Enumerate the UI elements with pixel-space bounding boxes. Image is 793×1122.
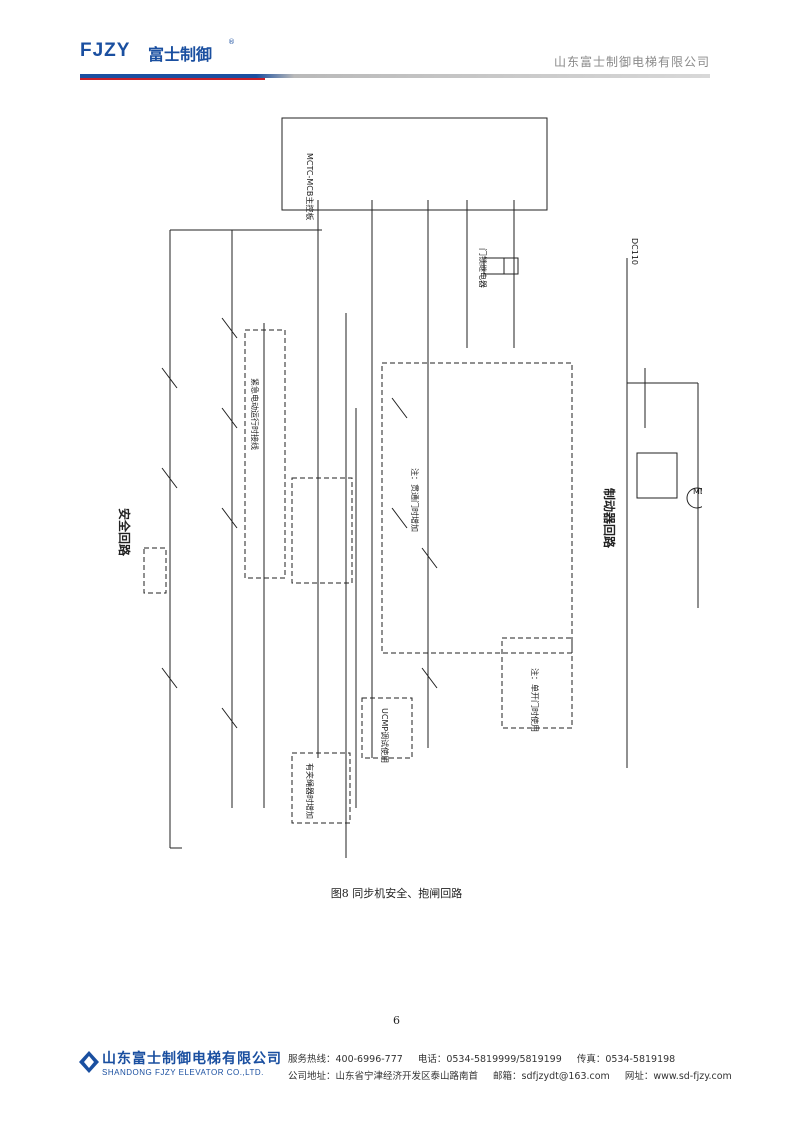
page-footer: 山东富士制御电梯有限公司 SHANDONG FJZY ELEVATOR CO.,…	[78, 1048, 732, 1088]
rgs-note: 有夹绳器时增加	[305, 763, 315, 819]
footer-company-cn: 山东富士制御电梯有限公司	[102, 1051, 282, 1067]
emergency-note: 紧急电动运行时接线	[250, 378, 260, 450]
company-logo-cn: 富士制御	[148, 45, 213, 64]
header-accent-line	[80, 78, 265, 80]
footer-address-line: 公司地址：山东省宁津经济开发区泰山路南首 邮箱：sdfjzydt@163.com…	[288, 1068, 732, 1082]
footer-fax: 传真：0534-5819198	[576, 1054, 676, 1065]
door-sync-note: 注：贯通门时增加	[410, 468, 420, 532]
supply-label: DC110	[630, 238, 639, 265]
board-title: MCTC-MCB主控板	[305, 153, 315, 220]
registered-mark: ®	[228, 38, 235, 46]
page-number: 6	[393, 1014, 400, 1027]
figure-caption: 图8 同步机安全、抱闸回路	[330, 887, 463, 900]
footer-email[interactable]: 邮箱：sdfjzydt@163.com	[493, 1071, 610, 1082]
footer-phone: 电话：0534-5819999/5819199	[417, 1054, 562, 1065]
door-sep-note: 注：单开门时使用	[530, 668, 540, 732]
circuit-diagram-svg: MCTC-MCB主控板 安全回路 制动器回路 门锁继电器 DC110 MB 注：…	[117, 117, 702, 858]
relay-label: 门锁继电器	[478, 248, 488, 288]
circuit-diagram: MCTC-MCB主控板 安全回路 制动器回路 门锁继电器 DC110 MB 注：…	[92, 108, 702, 870]
footer-website[interactable]: 网址：www.sd-fjzy.com	[624, 1071, 732, 1082]
motor-label: MB	[693, 487, 702, 496]
brake-loop-title: 制动器回路	[602, 488, 617, 549]
footer-contact-line: 服务热线：400-6996-777 电话：0534-5819999/581919…	[288, 1051, 675, 1065]
header-divider	[80, 74, 710, 78]
footer-company-en: SHANDONG FJZY ELEVATOR CO.,LTD.	[102, 1068, 264, 1077]
company-logo-latin: FJZY	[80, 40, 131, 61]
safety-loop-title: 安全回路	[117, 508, 132, 557]
footer-address: 公司地址：山东省宁津经济开发区泰山路南首	[288, 1071, 479, 1082]
footer-hotline: 服务热线：400-6996-777	[288, 1054, 403, 1065]
mcb-board-box	[281, 117, 548, 211]
header-company-name: 山东富士制御电梯有限公司	[553, 55, 710, 69]
company-emblem-icon	[79, 1051, 99, 1073]
ucmp-note: UCMP调试使用	[380, 708, 390, 763]
page-header: FJZY 富士制御 ® 山东富士制御电梯有限公司	[80, 38, 710, 82]
